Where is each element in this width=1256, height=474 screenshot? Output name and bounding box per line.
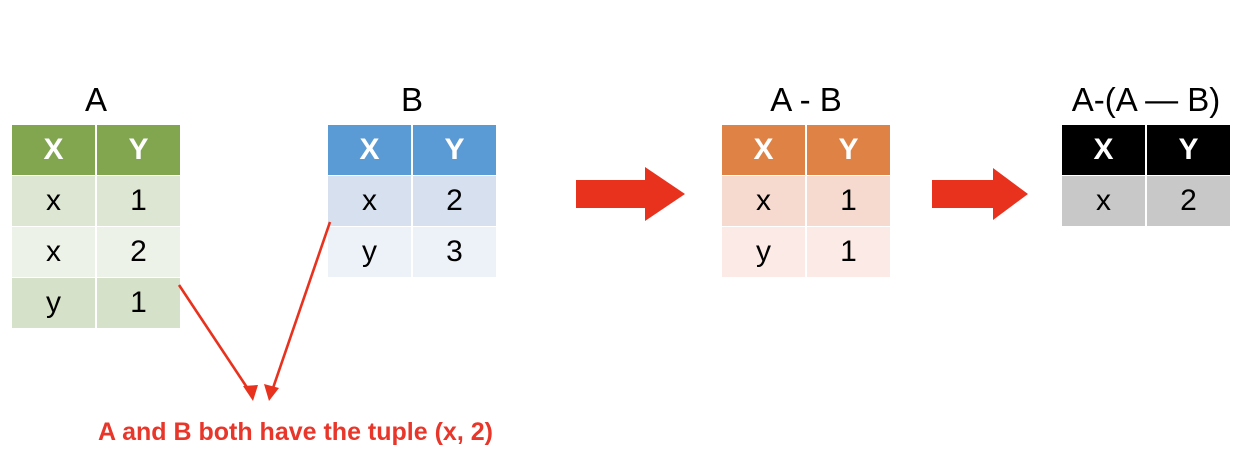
table-row: x 2 bbox=[12, 227, 180, 277]
table-row: x 1 bbox=[12, 176, 180, 226]
table-a-col-y: Y bbox=[97, 125, 180, 175]
table-a: X Y x 1 x 2 y 1 bbox=[10, 124, 182, 329]
table-result-cell-x-0: x bbox=[1062, 176, 1145, 226]
table-a-minus-b-cell-y-1: 1 bbox=[807, 227, 890, 277]
table-row: y 1 bbox=[722, 227, 890, 277]
table-result: X Y x 2 bbox=[1060, 124, 1232, 227]
table-row: y 3 bbox=[328, 227, 496, 277]
table-row: y 1 bbox=[12, 278, 180, 328]
table-a-cell-y-0: 1 bbox=[97, 176, 180, 226]
table-a-minus-b: X Y x 1 y 1 bbox=[720, 124, 892, 278]
table-a-minus-b-col-x: X bbox=[722, 125, 805, 175]
table-a-minus-b-cell-y-0: 1 bbox=[807, 176, 890, 226]
table-result-cell-y-0: 2 bbox=[1147, 176, 1230, 226]
table-a-minus-b-cell-x-0: x bbox=[722, 176, 805, 226]
table-a-cell-y-1: 2 bbox=[97, 227, 180, 277]
table-a-cell-x-2: y bbox=[12, 278, 95, 328]
table-a-header-row: X Y bbox=[12, 125, 180, 175]
table-a-title: A bbox=[84, 81, 107, 118]
table-result-title: A-(A — B) bbox=[1071, 81, 1221, 118]
table-b-block: B X Y x 2 y 3 bbox=[326, 80, 498, 278]
table-result-block: A-(A — B) X Y x 2 bbox=[1060, 80, 1232, 227]
table-b-cell-x-1: y bbox=[328, 227, 411, 277]
table-a-minus-b-cell-x-1: y bbox=[722, 227, 805, 277]
table-row: x 2 bbox=[1062, 176, 1230, 226]
table-a-cell-x-0: x bbox=[12, 176, 95, 226]
pointer-from-table-b bbox=[264, 221, 332, 401]
table-b-col-x: X bbox=[328, 125, 411, 175]
table-b-title: B bbox=[400, 81, 423, 118]
table-a-minus-b-col-y: Y bbox=[807, 125, 890, 175]
table-a-minus-b-block: A - B X Y x 1 y 1 bbox=[720, 80, 892, 278]
table-b-col-y: Y bbox=[413, 125, 496, 175]
table-b-cell-x-0: x bbox=[328, 176, 411, 226]
table-b-cell-y-0: 2 bbox=[413, 176, 496, 226]
table-a-cell-y-2: 1 bbox=[97, 278, 180, 328]
table-result-col-x: X bbox=[1062, 125, 1145, 175]
table-row: x 1 bbox=[722, 176, 890, 226]
table-result-col-y: Y bbox=[1147, 125, 1230, 175]
table-a-minus-b-header-row: X Y bbox=[722, 125, 890, 175]
table-a-block: A X Y x 1 x 2 y 1 bbox=[10, 80, 182, 329]
annotation-caption: A and B both have the tuple (x, 2) bbox=[98, 418, 493, 446]
table-result-header-row: X Y bbox=[1062, 125, 1230, 175]
table-b-cell-y-1: 3 bbox=[413, 227, 496, 277]
table-a-minus-b-title: A - B bbox=[770, 81, 842, 118]
table-b-header-row: X Y bbox=[328, 125, 496, 175]
block-arrow-right-icon bbox=[576, 167, 685, 221]
table-a-col-x: X bbox=[12, 125, 95, 175]
block-arrow-right-icon bbox=[932, 168, 1028, 220]
table-b: X Y x 2 y 3 bbox=[326, 124, 498, 278]
table-a-cell-x-1: x bbox=[12, 227, 95, 277]
pointer-from-table-a bbox=[177, 284, 258, 401]
table-row: x 2 bbox=[328, 176, 496, 226]
